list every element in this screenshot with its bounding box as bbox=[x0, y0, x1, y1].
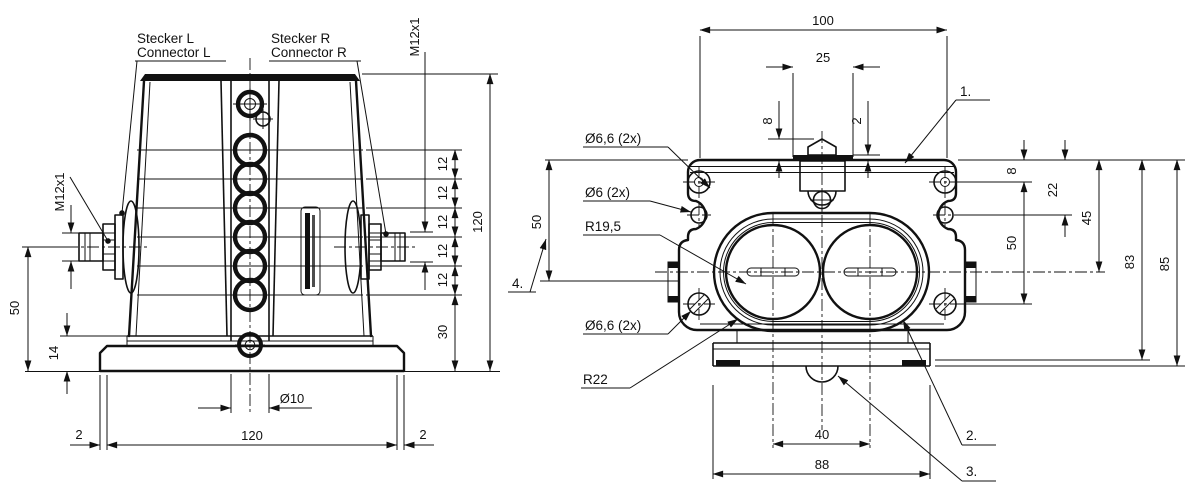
label-m12-right: M12x1 bbox=[407, 17, 422, 56]
bracket-plate bbox=[793, 155, 853, 161]
connector-left bbox=[66, 200, 150, 294]
label-stecker-r: Stecker R bbox=[271, 31, 331, 46]
foot-right bbox=[902, 360, 926, 366]
label-rad-inner: R19,5 bbox=[585, 219, 621, 234]
front-top-band bbox=[140, 74, 360, 81]
dim-120-height: 120 bbox=[470, 211, 485, 233]
callout-1: 1. bbox=[960, 84, 971, 99]
label-stecker-l: Stecker L bbox=[137, 31, 195, 46]
hole-d6-left bbox=[687, 203, 711, 227]
side-labels: Ø6,6 (2x) Ø6 (2x) R19,5 Ø6,6 (2x) R22 1.… bbox=[508, 84, 996, 482]
hole-d6-right bbox=[933, 203, 957, 227]
dim-12: 12 bbox=[435, 273, 450, 287]
label-connector-r: Connector R bbox=[271, 45, 347, 60]
dim-2-top: 2 bbox=[849, 117, 864, 124]
corner-screw-bl bbox=[683, 288, 715, 320]
dim-pitch-chain: 12 12 12 12 12 30 bbox=[366, 149, 462, 371]
label-hole-top: Ø6,6 (2x) bbox=[585, 131, 641, 146]
side-outline bbox=[677, 158, 967, 332]
dim-left-50-14: 50 14 bbox=[7, 246, 127, 394]
side-tab-right bbox=[964, 261, 977, 303]
label-rad-outer: R22 bbox=[583, 372, 608, 387]
top-bracket bbox=[793, 138, 853, 211]
label-hole-bottom: Ø6,6 (2x) bbox=[585, 318, 641, 333]
callout-4: 4. bbox=[512, 276, 523, 291]
dim-bottom-width: 120 2 2 bbox=[70, 375, 434, 450]
front-view: Stecker L Connector L Stecker R Connecto… bbox=[7, 17, 500, 450]
side-body bbox=[655, 131, 1105, 448]
label-m12-left: M12x1 bbox=[52, 172, 67, 211]
dim-100: 100 bbox=[812, 13, 834, 28]
dim-120-width: 120 bbox=[241, 428, 263, 443]
label-hole-mid: Ø6 (2x) bbox=[585, 185, 630, 200]
dim-83: 83 bbox=[1122, 255, 1137, 269]
callout-2: 2. bbox=[966, 428, 977, 443]
front-top-screw bbox=[233, 88, 273, 129]
dim-30: 30 bbox=[435, 325, 450, 339]
side-tab-left bbox=[667, 261, 680, 303]
connector-right bbox=[334, 200, 418, 294]
dim-40: 40 bbox=[815, 427, 829, 442]
bracket-block bbox=[799, 160, 846, 192]
dim-12: 12 bbox=[435, 186, 450, 200]
dim-85: 85 bbox=[1157, 257, 1172, 271]
label-connector-l: Connector L bbox=[137, 45, 211, 60]
dim-50-right: 50 bbox=[1004, 236, 1019, 250]
dim-12: 12 bbox=[435, 244, 450, 258]
dim-88: 88 bbox=[815, 457, 829, 472]
dim-50-left: 50 bbox=[529, 215, 544, 229]
dim-2-left: 2 bbox=[75, 427, 82, 442]
callout-3: 3. bbox=[966, 464, 977, 479]
front-dimensions: 12 12 12 12 12 30 120 50 bbox=[7, 73, 498, 450]
dim-50-front: 50 bbox=[7, 301, 22, 315]
dim-8-right: 8 bbox=[1004, 167, 1019, 174]
dim-height-120: 120 bbox=[362, 73, 498, 371]
dim-2-right: 2 bbox=[419, 427, 426, 442]
dim-d10: Ø10 bbox=[280, 391, 305, 406]
dim-slot-d10: Ø10 bbox=[198, 374, 312, 413]
dim-25: 25 bbox=[816, 50, 830, 65]
corner-screw-br bbox=[929, 288, 961, 320]
side-base-plate bbox=[712, 331, 931, 383]
foot-left bbox=[716, 360, 740, 366]
dim-22: 22 bbox=[1045, 183, 1060, 197]
dim-12: 12 bbox=[435, 157, 450, 171]
dim-12: 12 bbox=[435, 215, 450, 229]
side-dimensions: 100 25 8 2 50 bbox=[529, 13, 1185, 479]
dim-8-top: 8 bbox=[760, 117, 775, 124]
dim-14: 14 bbox=[46, 346, 61, 360]
dim-45: 45 bbox=[1079, 211, 1094, 225]
product-label bbox=[300, 206, 321, 296]
corner-screw-tr bbox=[929, 166, 961, 198]
front-labels: Stecker L Connector L Stecker R Connecto… bbox=[52, 17, 433, 290]
front-body bbox=[25, 58, 500, 415]
center-tab bbox=[805, 365, 839, 383]
side-view: 100 25 8 2 50 bbox=[508, 13, 1185, 482]
